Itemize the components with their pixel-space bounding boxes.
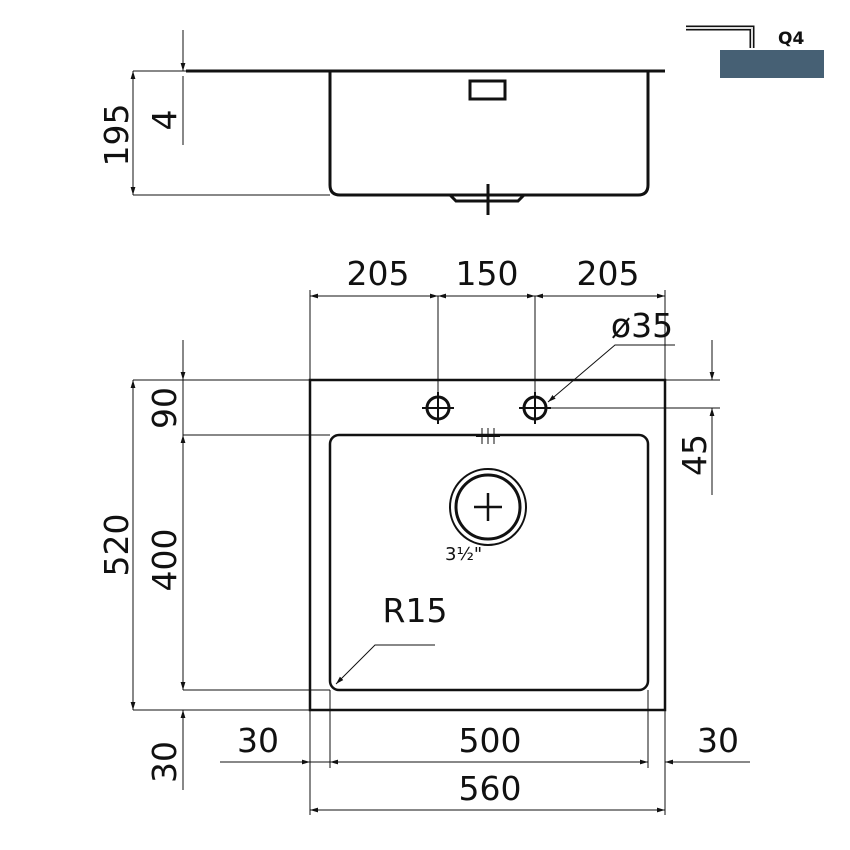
badge-label: Q4: [778, 29, 804, 49]
total-depth-label: 520: [97, 514, 136, 577]
q4-badge: Q4: [686, 25, 824, 78]
overflow-icon: [468, 79, 507, 101]
right-dim-label: 45: [675, 434, 714, 476]
drain-size-label: 3½": [445, 544, 482, 565]
bottom-right-dim-label: 30: [697, 721, 739, 760]
tap-dim-left-label: 205: [347, 254, 410, 293]
drain-icon: [449, 468, 527, 546]
bottom-left-dim-label: 30: [237, 721, 279, 760]
plan-view: 3½" 205 150 205 ø35 45 520 90: [97, 254, 750, 815]
overflow-mark-icon: [476, 428, 500, 444]
bowl-width-label: 500: [459, 721, 522, 760]
front-dim-label: 30: [145, 741, 184, 783]
total-width-label: 560: [459, 769, 522, 808]
tap-dim-right-label: 205: [577, 254, 640, 293]
side-view: 195 4: [97, 30, 665, 215]
badge-bar: [720, 50, 824, 78]
bowl-depth-label: 400: [145, 529, 184, 592]
height-dim-label: 195: [97, 104, 136, 167]
radius-label: R15: [383, 591, 448, 630]
rim-dim-label: 4: [145, 110, 184, 131]
tap-dim-center-label: 150: [456, 254, 519, 293]
sink-outline: [308, 378, 667, 712]
back-dim-label: 90: [145, 387, 184, 429]
hole-diameter-label: ø35: [611, 306, 673, 345]
bowl-outline: [328, 433, 650, 692]
